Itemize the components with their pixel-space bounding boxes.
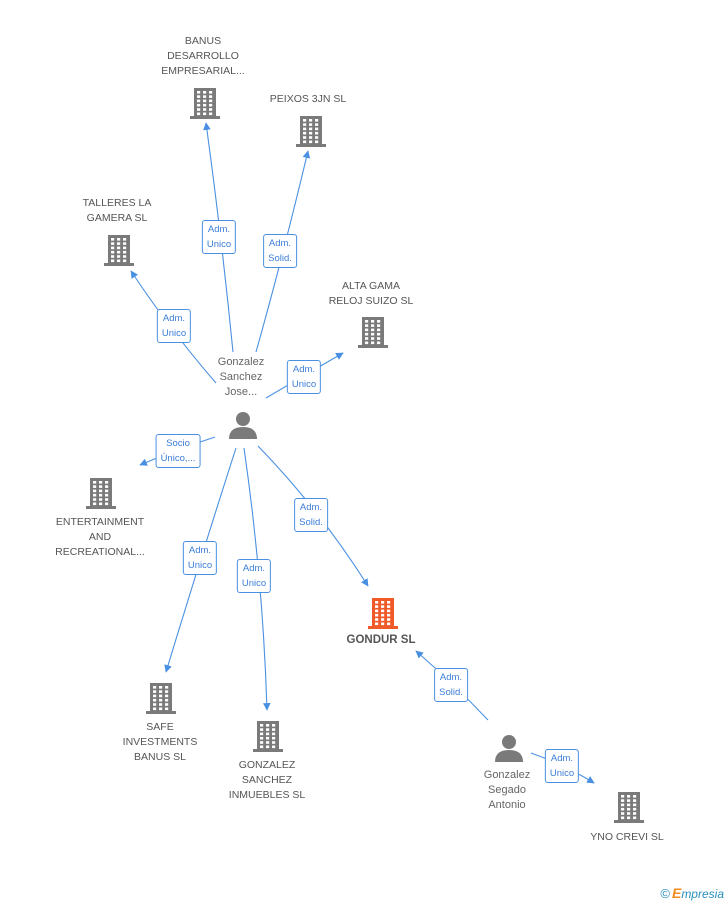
edge-badge-peixos: Adm. Solid. — [263, 234, 297, 268]
company-label-safe[interactable]: SAFE INVESTMENTS BANUS SL — [122, 721, 198, 763]
company-label-alta-gama[interactable]: ALTA GAMA RELOJ SUIZO SL — [328, 280, 414, 307]
company-label-yno[interactable]: YNO CREVI SL — [590, 831, 664, 843]
edge-badge-entertainment: Socio Único,... — [155, 434, 201, 468]
building-icon-talleres[interactable] — [104, 235, 134, 266]
building-icon-safe[interactable] — [146, 683, 176, 714]
building-icon-banus[interactable] — [190, 88, 220, 119]
edge-badge-gondur: Adm. Solid. — [294, 498, 328, 532]
edge-badge-safe: Adm. Unico — [182, 541, 218, 575]
building-icon-yno[interactable] — [614, 792, 644, 823]
building-icon-peixos[interactable] — [296, 116, 326, 147]
building-icon-inmuebles[interactable] — [253, 721, 283, 752]
person-icon-gonzalez-antonio[interactable] — [495, 735, 523, 762]
building-icon-alta-gama[interactable] — [358, 317, 388, 348]
copyright-symbol: © — [660, 886, 670, 901]
company-label-peixos[interactable]: PEIXOS 3JN SL — [269, 93, 347, 105]
logo-letter: E — [671, 885, 682, 901]
empresia-logo: ©Empresia — [660, 885, 724, 901]
edge-badge-banus: Adm. Unico — [201, 220, 237, 254]
logo-text: mpresia — [681, 887, 724, 901]
person-label-gonzalez-jose[interactable]: Gonzalez Sanchez Jose... — [217, 356, 265, 398]
edges — [130, 122, 595, 784]
company-label-banus[interactable]: BANUS DESARROLLO EMPRESARIAL... — [161, 35, 245, 77]
edge-badge-gondur-2: Adm. Solid. — [434, 668, 468, 702]
company-label-entertainment[interactable]: ENTERTAINMENT AND RECREATIONAL... — [55, 516, 145, 558]
company-label-talleres[interactable]: TALLERES LA GAMERA SL — [82, 197, 152, 224]
edge-badge-alta: Adm. Unico — [286, 360, 322, 394]
edge-badge-yno: Adm. Unico — [544, 749, 580, 783]
edge-badge-talleres: Adm. Unico — [156, 309, 192, 343]
company-label-inmuebles[interactable]: GONZALEZ SANCHEZ INMUEBLES SL — [228, 759, 306, 801]
person-icon-gonzalez-jose[interactable] — [229, 412, 257, 439]
edge-badge-inmuebles: Adm. Unico — [236, 559, 272, 593]
building-icon-gondur[interactable] — [368, 598, 398, 629]
person-label-gonzalez-antonio[interactable]: Gonzalez Segado Antonio — [483, 769, 531, 811]
company-label-gondur[interactable]: GONDUR SL — [346, 634, 416, 646]
building-icon-entertainment[interactable] — [86, 478, 116, 509]
